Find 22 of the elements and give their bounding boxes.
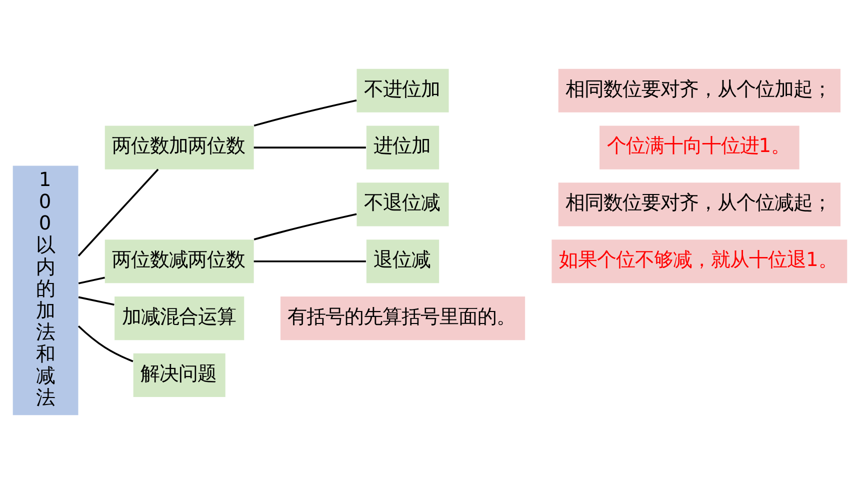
connector <box>254 213 357 240</box>
node-box: 进位加 <box>366 126 440 170</box>
connector <box>254 146 366 148</box>
connector <box>78 276 105 284</box>
connector <box>78 168 159 256</box>
node-box: 有括号的先算括号里面的。 <box>280 296 526 340</box>
node-box: 两位数减两位数 <box>104 240 254 284</box>
node-box: 不进位加 <box>356 68 449 112</box>
node-box: 加减混合运算 <box>114 296 244 340</box>
node-box: 个位满十向十位进1。 <box>600 126 800 170</box>
node-box: 如果个位不够减，就从十位退1。 <box>552 240 848 284</box>
node-box: 解决问题 <box>133 353 226 397</box>
node-box: 不退位减 <box>356 182 449 226</box>
node-box: 相同数位要对齐，从个位减起； <box>558 182 840 226</box>
connector <box>254 99 357 127</box>
connector <box>78 296 114 306</box>
connector <box>78 325 134 362</box>
connector <box>254 260 366 262</box>
node-box: 两位数加两位数 <box>104 126 254 170</box>
node-box: 100以内的加法和减法 <box>12 166 78 416</box>
node-box: 相同数位要对齐，从个位加起； <box>558 68 840 112</box>
node-box: 退位减 <box>366 240 440 284</box>
